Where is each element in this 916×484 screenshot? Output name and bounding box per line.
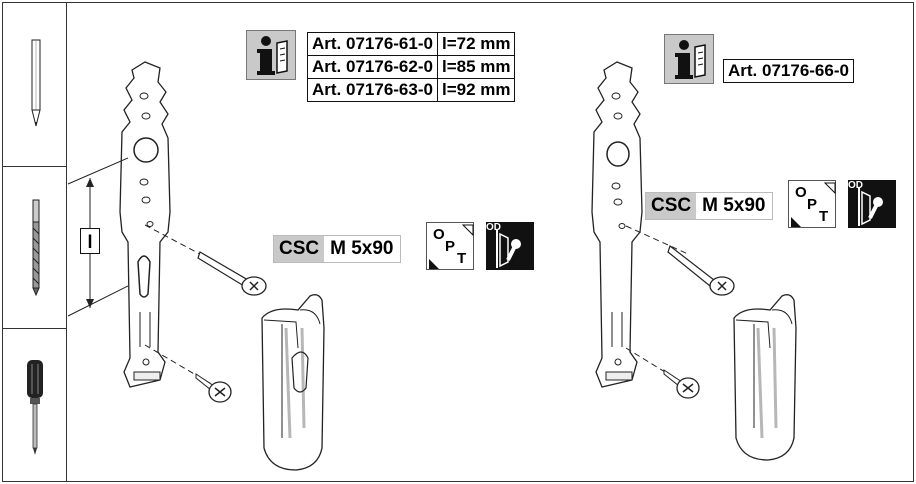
info-manual-icon [246, 30, 296, 80]
screw-type: CSC [646, 193, 697, 219]
article-row: Art. 07176-66-0 [723, 59, 854, 83]
short-screw-drawing [663, 369, 700, 399]
long-screw-drawing [197, 251, 267, 296]
opt-letter-t: T [819, 208, 829, 225]
screwdriver-icon [27, 360, 43, 455]
bracket-plate-drawing [119, 61, 171, 388]
screw-spec-label: CSC M 5x90 [273, 235, 401, 263]
article-number: Art. 07176-66-0 [723, 59, 854, 83]
screw-type: CSC [274, 236, 325, 262]
opt-letter-t: T [457, 250, 467, 267]
od-label: OD [486, 222, 501, 233]
short-screw-drawing [195, 373, 232, 403]
article-length: l=72 mm [436, 32, 516, 56]
opt-icon: O P T [426, 222, 474, 270]
opt-letter-p: P [807, 196, 818, 213]
bracket-plate-drawing [591, 61, 643, 388]
article-length: l=92 mm [436, 78, 516, 102]
article-row: Art. 07176-63-0 l=92 mm [307, 78, 516, 102]
long-screw-drawing [667, 245, 735, 296]
screw-spec-label: CSC M 5x90 [645, 192, 773, 220]
article-number: Art. 07176-61-0 [307, 32, 438, 56]
handle-cover-drawing [261, 294, 325, 471]
opt-icon: O P T [788, 180, 836, 228]
tool-column [2, 2, 67, 482]
screw-size: M 5x90 [330, 238, 394, 259]
opt-letter-o: O [433, 226, 445, 243]
article-length: l=85 mm [436, 55, 516, 79]
od-handle-icon: OD [848, 180, 896, 228]
od-label: OD [848, 180, 863, 191]
opt-letter-p: P [445, 238, 456, 255]
tool-divider [2, 328, 67, 329]
tool-divider [2, 166, 67, 167]
screw-size: M 5x90 [702, 195, 766, 216]
article-table: Art. 07176-66-0 [723, 59, 854, 83]
od-handle-icon: OD [486, 222, 534, 270]
drill-bit-icon [32, 199, 40, 297]
opt-letter-o: O [795, 184, 807, 201]
info-manual-icon [664, 34, 714, 84]
pencil-icon [31, 39, 41, 127]
article-table: Art. 07176-61-0 l=72 mm Art. 07176-62-0 … [307, 32, 516, 102]
handle-cover-drawing [733, 294, 797, 461]
dimension-label: l [80, 228, 100, 254]
article-row: Art. 07176-62-0 l=85 mm [307, 55, 516, 79]
article-row: Art. 07176-61-0 l=72 mm [307, 32, 516, 56]
article-number: Art. 07176-63-0 [307, 78, 438, 102]
article-number: Art. 07176-62-0 [307, 55, 438, 79]
